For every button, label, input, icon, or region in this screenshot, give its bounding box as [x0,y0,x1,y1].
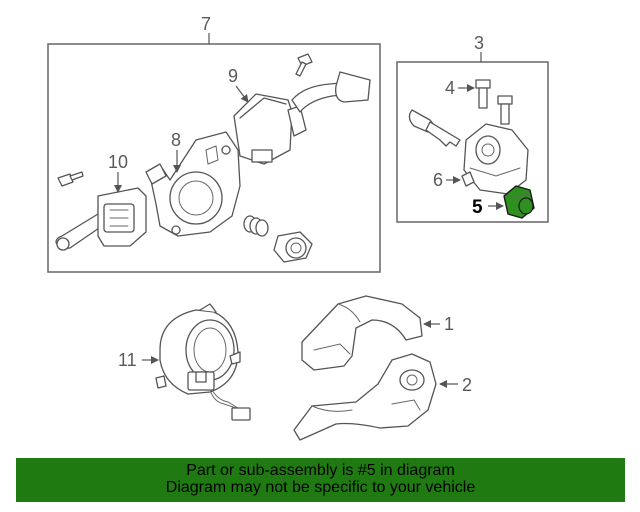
callout-2: 2 [462,375,472,395]
callout-1: 1 [444,314,454,334]
part-8-bracket[interactable] [145,131,241,237]
callout-6: 6 [433,170,443,190]
key-icon [408,109,461,147]
callout-3: 3 [474,33,484,53]
part-11-clock-spring[interactable] [155,303,251,421]
part-1-upper-cover[interactable] [301,295,423,371]
part-9-wiper-switch[interactable] [233,71,371,165]
group-box-3 [396,61,549,223]
callout-10: 10 [108,152,128,172]
callout-9: 9 [228,66,238,86]
callout-8: 8 [171,130,181,150]
leader-9 [235,85,249,103]
callout-5: 5 [472,197,483,218]
group-box-7 [47,43,381,273]
connector [273,231,313,263]
ignition-lock-group: 3 4 6 [396,33,549,223]
part-4-bolts[interactable] [475,79,513,125]
banner-line-2: Diagram may not be specific to your vehi… [165,479,476,496]
screw-left [57,171,84,187]
part-2-lower-cover[interactable] [293,353,437,441]
callout-11: 11 [118,350,137,370]
part-6-clip[interactable] [461,171,475,187]
part-5-highlighted[interactable] [503,185,535,219]
fitment-banner: Part or sub-assembly is #5 in diagram Di… [16,458,625,502]
part-10-switch[interactable] [55,187,147,251]
lock-housing [463,123,529,195]
callout-4: 4 [445,78,455,98]
banner-line-1: Part or sub-assembly is #5 in diagram [186,462,455,479]
combination-switch-group: 7 10 8 [47,14,381,273]
screw-top [295,53,313,77]
callout-7: 7 [201,14,211,34]
spring [243,215,269,237]
